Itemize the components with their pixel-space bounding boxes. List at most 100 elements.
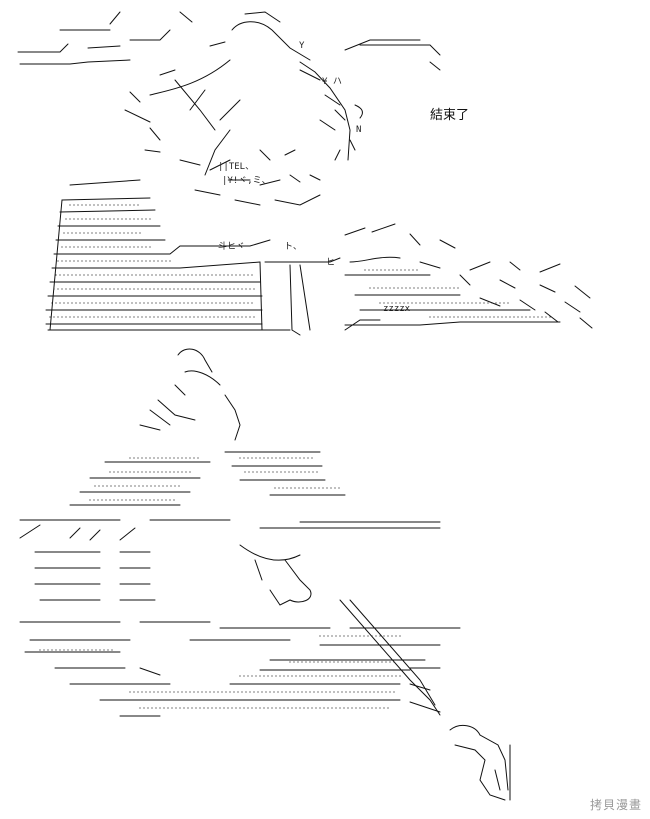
texture-dot — [315, 707, 317, 709]
texture-dot — [367, 707, 369, 709]
texture-dot — [177, 457, 179, 459]
texture-dot — [83, 649, 85, 651]
texture-dot — [203, 707, 205, 709]
texture-dot — [383, 302, 385, 304]
label-tel: ||TEL、 — [218, 162, 255, 172]
texture-dot — [177, 288, 179, 290]
texture-dot — [280, 471, 282, 473]
texture-dot — [79, 649, 81, 651]
label-yen-mi: |¥!ヾ,ミ、 — [222, 176, 271, 186]
texture-dot — [315, 675, 317, 677]
texture-dot — [117, 471, 119, 473]
texture-dot — [193, 457, 195, 459]
texture-dot — [227, 707, 229, 709]
texture-dot — [147, 707, 149, 709]
texture-dot — [149, 691, 151, 693]
texture-dot — [113, 204, 115, 206]
texture-dot — [295, 707, 297, 709]
texture-dot — [325, 691, 327, 693]
texture-dot — [274, 487, 276, 489]
texture-dot — [243, 274, 245, 276]
texture-dot — [109, 471, 111, 473]
texture-dot — [271, 707, 273, 709]
texture-dot — [416, 269, 418, 271]
texture-dot — [151, 274, 153, 276]
texture-dot — [197, 316, 199, 318]
texture-dot — [379, 707, 381, 709]
texture-dot — [327, 635, 329, 637]
texture-dot — [57, 288, 59, 290]
texture-dot — [79, 302, 81, 304]
texture-dot — [297, 661, 299, 663]
texture-dot — [142, 485, 144, 487]
texture-dot — [174, 485, 176, 487]
texture-dot — [207, 707, 209, 709]
texture-dot — [53, 316, 55, 318]
texture-dot — [209, 316, 211, 318]
texture-dot — [371, 707, 373, 709]
texture-dot — [323, 675, 325, 677]
texture-dot — [239, 707, 241, 709]
texture-dot — [153, 457, 155, 459]
texture-dot — [155, 302, 157, 304]
texture-dot — [185, 471, 187, 473]
texture-dot — [407, 302, 409, 304]
texture-dot — [393, 691, 395, 693]
texture-dot — [53, 288, 55, 290]
texture-dot — [150, 485, 152, 487]
texture-dot — [89, 260, 91, 262]
texture-dot — [151, 302, 153, 304]
texture-dot — [401, 287, 403, 289]
texture-dot — [243, 302, 245, 304]
texture-dot — [95, 302, 97, 304]
texture-dot — [161, 499, 163, 501]
texture-dot — [165, 499, 167, 501]
texture-dot — [101, 246, 103, 248]
texture-dot — [423, 302, 425, 304]
texture-dot — [437, 316, 439, 318]
texture-dot — [288, 471, 290, 473]
texture-dot — [305, 661, 307, 663]
texture-dot — [63, 274, 65, 276]
texture-dot — [447, 302, 449, 304]
texture-dot — [167, 302, 169, 304]
texture-dot — [159, 302, 161, 304]
texture-dot — [292, 471, 294, 473]
texture-dot — [133, 218, 135, 220]
texture-dot — [149, 288, 151, 290]
texture-dot — [129, 691, 131, 693]
texture-dot — [279, 707, 281, 709]
texture-dot — [217, 316, 219, 318]
texture-dot — [247, 302, 249, 304]
texture-dot — [211, 274, 213, 276]
texture-dot — [235, 302, 237, 304]
texture-dot — [525, 316, 527, 318]
texture-dot — [137, 288, 139, 290]
texture-dot — [417, 287, 419, 289]
label-yen-ha: ¥ ハ — [322, 77, 342, 87]
texture-dot — [293, 661, 295, 663]
texture-dot — [457, 316, 459, 318]
texture-dot — [101, 499, 103, 501]
texture-dot — [99, 649, 101, 651]
texture-dot — [295, 457, 297, 459]
texture-dot — [153, 499, 155, 501]
texture-dot — [499, 302, 501, 304]
texture-dot — [286, 487, 288, 489]
texture-dot — [149, 316, 151, 318]
texture-dot — [55, 302, 57, 304]
texture-dot — [93, 288, 95, 290]
texture-dot — [93, 499, 95, 501]
texture-dot — [189, 471, 191, 473]
texture-dot — [381, 661, 383, 663]
texture-dot — [161, 316, 163, 318]
texture-dot — [161, 471, 163, 473]
texture-dot — [93, 246, 95, 248]
texture-dot — [77, 316, 79, 318]
texture-dot — [313, 691, 315, 693]
texture-dot — [319, 675, 321, 677]
texture-dot — [105, 316, 107, 318]
texture-dot — [412, 269, 414, 271]
texture-dot — [85, 316, 87, 318]
texture-dot — [239, 675, 241, 677]
